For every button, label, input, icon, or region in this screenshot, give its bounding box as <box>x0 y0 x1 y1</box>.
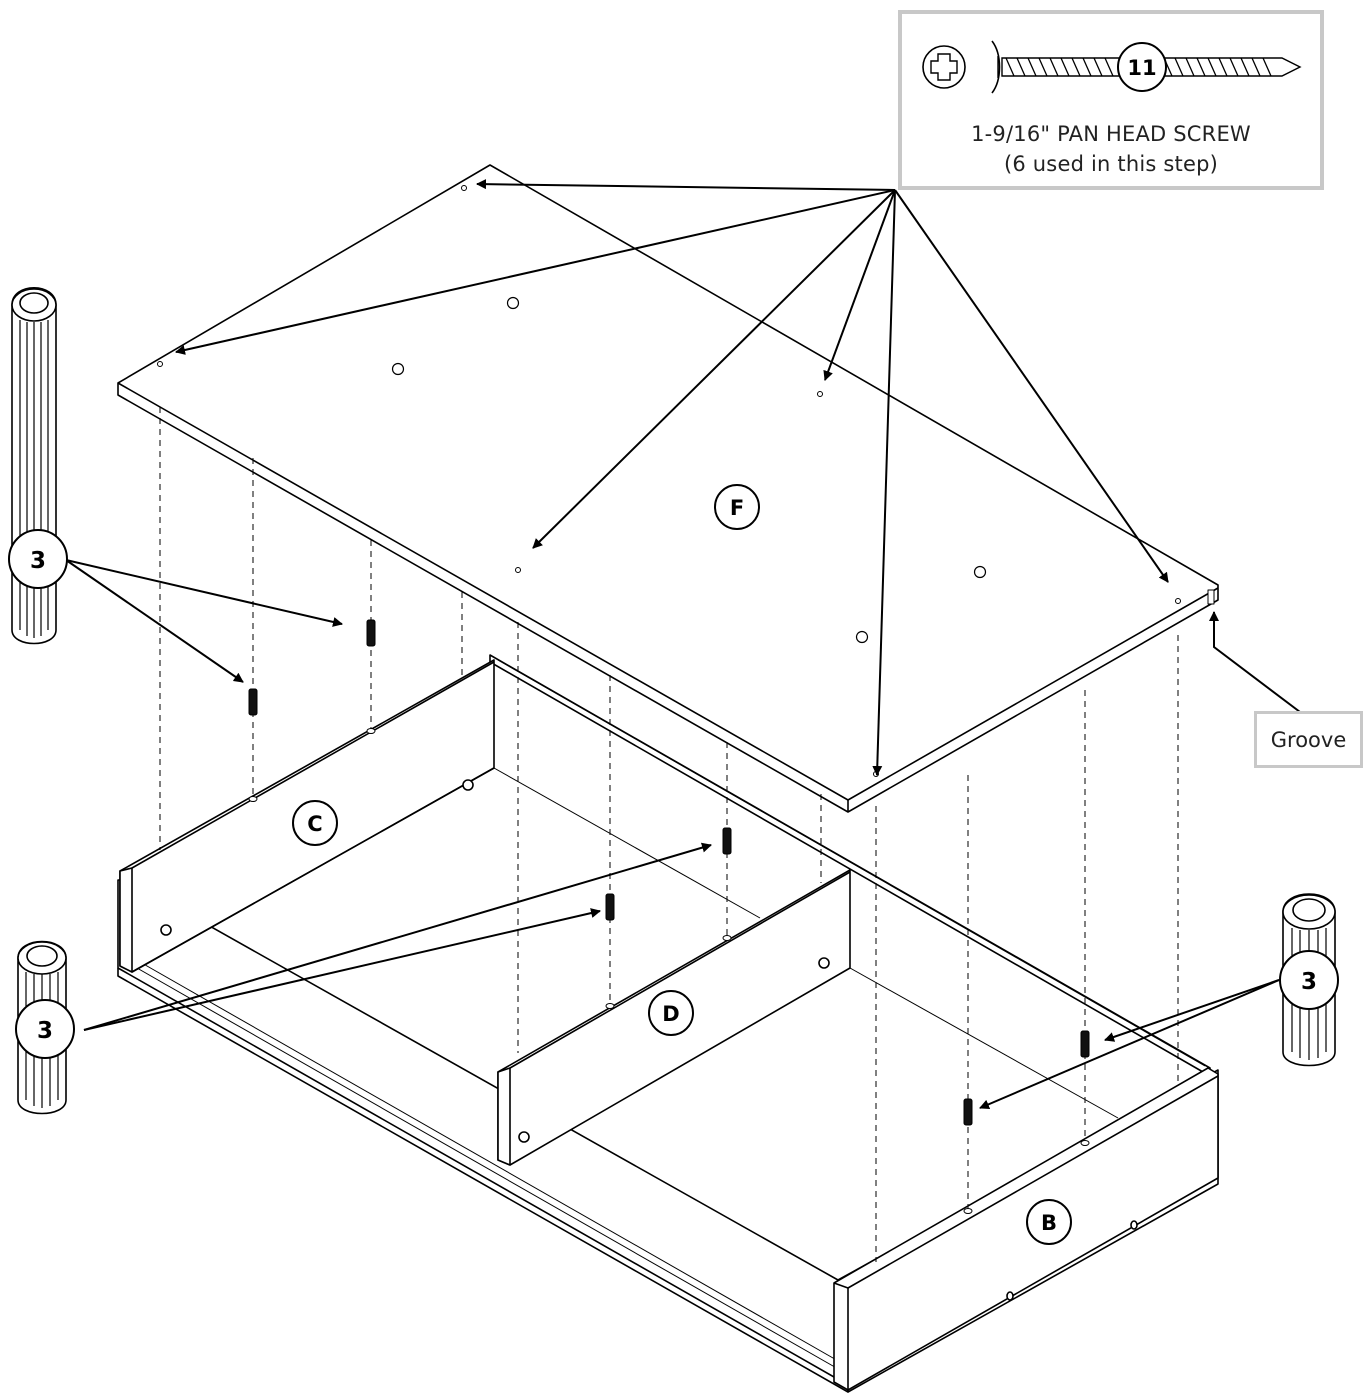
label-d-text: D <box>662 1002 679 1026</box>
dowel-callout-right-text: 3 <box>1301 969 1317 995</box>
label-b: B <box>1026 1199 1072 1245</box>
groove-label: Groove <box>1254 711 1363 768</box>
label-b-text: B <box>1041 1211 1057 1235</box>
top-panel-f <box>117 164 1219 813</box>
dowel-callout-right: 3 <box>1279 950 1339 1010</box>
label-f: F <box>714 484 760 530</box>
screw-arrows <box>175 179 1169 776</box>
label-c-text: C <box>307 812 322 836</box>
dowel-callout-left-bottom: 3 <box>15 999 75 1059</box>
hardware-name: 1-9/16" PAN HEAD SCREW <box>971 122 1251 146</box>
dowel-callout-arrows <box>65 559 1280 1110</box>
dowel-pack-top-left <box>11 286 57 645</box>
groove-label-text: Groove <box>1270 727 1347 752</box>
front-panel-b <box>833 1067 1219 1391</box>
hardware-part-number: 11 <box>1127 56 1156 80</box>
label-d: D <box>648 990 694 1036</box>
label-f-text: F <box>730 496 744 520</box>
groove-pointer <box>1209 611 1301 713</box>
dowel-callout-left-top: 3 <box>8 529 68 589</box>
hardware-callout: 11 1-9/16" PAN HEAD SCREW (6 used in thi… <box>898 10 1324 190</box>
divider-panel-d <box>497 869 1119 1166</box>
phillips-screw-icon: 11 <box>922 40 1302 94</box>
hardware-quantity-note: (6 used in this step) <box>1003 152 1219 176</box>
dowels <box>248 619 1090 1126</box>
dowel-callout-left-top-text: 3 <box>30 548 46 574</box>
part-labels: F C D B 3 3 3 <box>8 484 1339 1245</box>
dowel-callout-left-bottom-text: 3 <box>37 1018 53 1044</box>
label-c: C <box>292 800 338 846</box>
dowel-holes <box>248 728 1090 1214</box>
